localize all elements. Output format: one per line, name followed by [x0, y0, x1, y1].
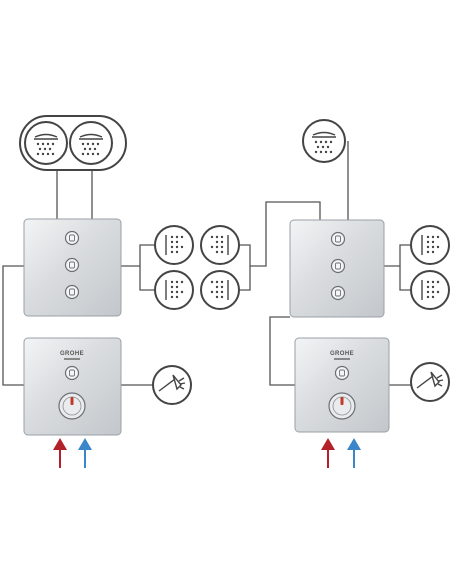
brand-label: GROHE	[60, 351, 84, 357]
right-diverter-panel	[289, 219, 385, 318]
shower-button[interactable]	[64, 365, 80, 381]
hot-water-arrow	[320, 437, 336, 469]
left-diverter-panel	[23, 218, 122, 317]
diverter-button[interactable]	[64, 230, 80, 246]
diverter-button[interactable]	[64, 284, 80, 300]
diverter-button[interactable]	[330, 285, 346, 301]
right-pipes	[238, 141, 412, 386]
right-side-outlets	[410, 225, 450, 310]
diverter-button[interactable]	[330, 258, 346, 274]
cold-water-arrow	[77, 437, 93, 469]
hot-water-arrow	[52, 437, 68, 469]
right-hand-shower-outlet	[410, 362, 450, 402]
left-hand-shower-outlet	[152, 365, 192, 405]
left-side-outlets	[154, 225, 194, 310]
shower-button[interactable]	[334, 365, 350, 381]
right-thermostat-panel: GROHE	[294, 337, 390, 433]
right-left-outlets	[200, 225, 240, 310]
cold-water-arrow	[346, 437, 362, 469]
diverter-button[interactable]	[330, 231, 346, 247]
right-top-outlet	[302, 119, 346, 163]
left-system: GROHE	[2, 115, 194, 469]
left-pipes	[2, 164, 156, 386]
diverter-button[interactable]	[64, 257, 80, 273]
brand-label: GROHE	[330, 351, 354, 357]
right-system: GROHE	[200, 119, 450, 469]
left-thermostat-panel: GROHE	[23, 337, 122, 436]
left-top-outlet-group	[19, 115, 127, 171]
